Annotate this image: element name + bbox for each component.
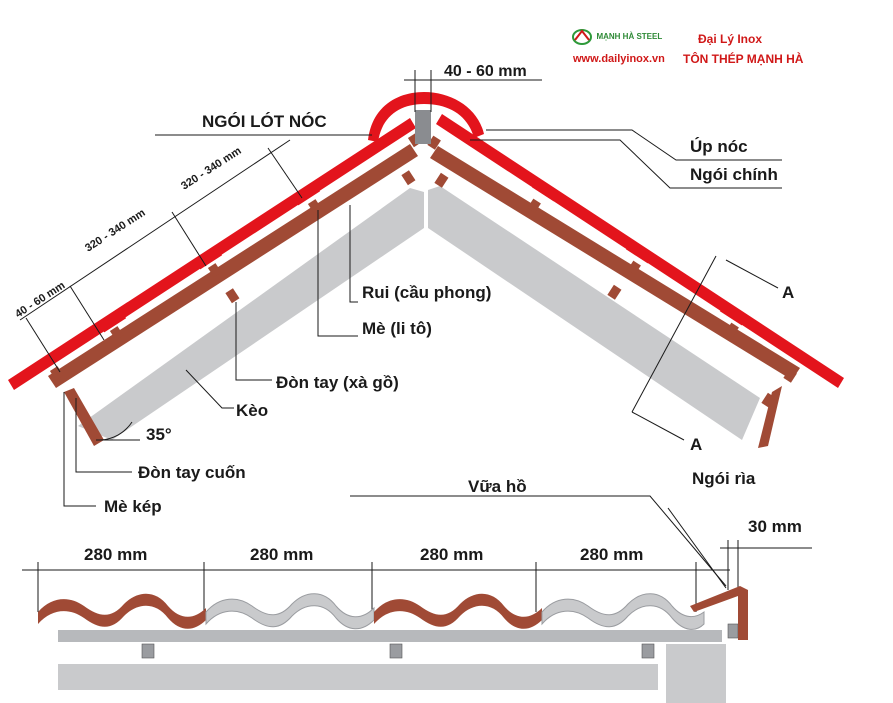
angle-label: 35° [146, 425, 172, 444]
spacing-dim-lines [22, 540, 812, 612]
batten [783, 368, 797, 383]
logo-mark-icon [572, 29, 592, 45]
battens [49, 133, 797, 383]
purlin [401, 170, 416, 186]
ridge-cap [368, 92, 484, 142]
spacing-label-2: 280 mm [250, 545, 313, 564]
eave-board-left [64, 388, 104, 446]
verge-gap-label: 30 mm [748, 517, 802, 536]
support-block [641, 643, 655, 659]
batten [725, 322, 739, 337]
wave-tile-4 [541, 593, 705, 630]
eave-board-right [758, 386, 782, 448]
rafter-right [430, 146, 800, 380]
truss-label: Kèo [236, 401, 268, 420]
spacing-label-1: 280 mm [84, 545, 147, 564]
wave-tile-2 [205, 593, 375, 630]
slope-dim-lines [19, 139, 303, 373]
support-block [727, 623, 739, 639]
support-blocks [141, 623, 739, 659]
truss-right [428, 186, 760, 440]
ridge-dim-lines [404, 70, 542, 112]
eave-purlin-label: Đòn tay cuốn [138, 463, 246, 482]
support-block [141, 643, 155, 659]
verge-tile [690, 586, 748, 640]
section-a-bottom-label: A [690, 435, 702, 454]
tile-lip [293, 184, 321, 206]
ridge-cap-label: Úp nóc [690, 137, 748, 156]
ridge-gap-label: 40 - 60 mm [444, 63, 527, 80]
spacing-label-4: 280 mm [580, 545, 643, 564]
section-a-top-label: A [782, 283, 794, 302]
tile-lip [195, 248, 223, 270]
slope-dim-1: 40 - 60 mm [13, 279, 67, 320]
truss-left [78, 188, 424, 440]
batten-strip [58, 630, 722, 642]
brand-website[interactable]: www.dailyinox.vn [573, 53, 665, 65]
purlin [607, 284, 622, 300]
spacing-label-3: 280 mm [420, 545, 483, 564]
brand-logo: MẠNH HÀ STEEL [572, 28, 662, 51]
rafter-left [48, 144, 418, 388]
batten [307, 199, 322, 214]
tile-lip [531, 180, 559, 202]
mortar-label: Vữa hồ [468, 477, 527, 496]
verge-tile-label: Ngói rìa [692, 469, 756, 488]
wave-tile-3 [374, 593, 542, 629]
wall-block [666, 644, 726, 703]
batten [207, 263, 222, 278]
purlin [434, 172, 449, 188]
wave-tile-1 [38, 593, 206, 629]
ridge-underlay [415, 110, 431, 144]
batten [427, 135, 441, 150]
purlins [225, 170, 776, 408]
double-batten-label: Mè kép [104, 497, 162, 516]
tile-lip [625, 242, 653, 264]
batten-label: Mè (li tô) [362, 319, 432, 338]
purlin [761, 392, 776, 408]
tile-lip [719, 304, 747, 326]
batten [627, 260, 641, 275]
tile-lips [99, 180, 747, 333]
brand-line1: Đại Lý Inox [698, 32, 763, 46]
base-beam [58, 664, 658, 690]
main-tile-label: Ngói chính [690, 165, 778, 184]
batten [109, 326, 124, 341]
support-block [389, 643, 403, 659]
batten [49, 366, 64, 381]
brand-line2: TÔN THÉP MẠNH HÀ [683, 52, 804, 66]
ridge-underlay-label: NGÓI LÓT NÓC [202, 112, 327, 131]
purlin [225, 288, 240, 304]
leader-lines [63, 129, 782, 589]
rafter-label: Rui (cầu phong) [362, 283, 491, 302]
tile-lip [99, 311, 127, 333]
slope-dim-3: 320 - 340 mm [179, 145, 244, 193]
slope-dim-2: 320 - 340 mm [83, 207, 148, 255]
logo-text: MẠNH HÀ STEEL [596, 32, 663, 41]
batten [527, 198, 541, 213]
purlin-label: Đòn tay (xà gồ) [276, 373, 399, 392]
